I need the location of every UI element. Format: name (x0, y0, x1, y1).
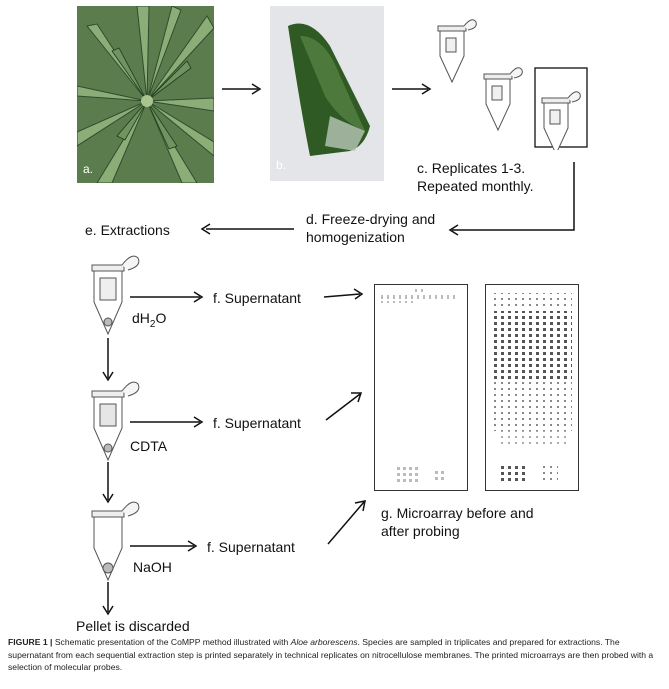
solvent-water-sub: 2 (149, 318, 156, 330)
figure-caption: FIGURE 1 | Schematic presentation of the… (8, 636, 663, 674)
tube-replicate-2-icon (483, 67, 523, 132)
extraction-tube-3-icon (91, 501, 140, 582)
panel-g-line2: after probing (381, 523, 460, 539)
panel-g-line1: g. Microarray before and (381, 505, 534, 521)
solvent-water-main: dH (132, 310, 150, 326)
microarray-after-spots (492, 293, 572, 483)
supernatant-label-2: f. Supernatant (213, 415, 301, 431)
arrow-c-to-d (448, 162, 575, 236)
arrow-a-to-b (222, 83, 262, 95)
panel-d-line2: homogenization (306, 229, 405, 245)
panel-d-label: d. Freeze-drying and homogenization (306, 210, 435, 246)
extraction-tube-1-icon (91, 255, 140, 336)
arrow-tube1-to-supernatant (130, 291, 204, 303)
caption-species: Aloe arborescens (290, 637, 358, 647)
panel-a-label: a. (83, 162, 94, 176)
microarray-after-probing (485, 284, 579, 491)
panel-d-line1: d. Freeze-drying and (306, 211, 436, 227)
caption-part-2: . Species are sampled in triplicates and… (8, 637, 654, 672)
extraction-tube-2-icon (91, 381, 140, 462)
solvent-cdta-label: CDTA (130, 438, 168, 454)
solvent-water-end: O (155, 310, 167, 326)
leaf-illustration (270, 6, 384, 181)
panel-c-line1: c. Replicates 1-3. (417, 160, 526, 176)
arrows-to-microarray (323, 288, 366, 545)
panel-b-label: b. (276, 158, 287, 172)
solvent-water-label: dH2O (132, 309, 166, 334)
arrow-d-to-e (200, 223, 294, 235)
supernatant-label-1: f. Supernatant (213, 290, 301, 306)
tube-replicate-3-icon (541, 91, 581, 150)
aloe-leaves-illustration (77, 6, 214, 183)
arrow-b-to-tubes (392, 83, 432, 95)
replicate-tubes (437, 19, 588, 150)
arrow-tube3-to-supernatant (130, 540, 198, 552)
aloe-plant-photo: a. (77, 6, 214, 183)
tube-replicate-1-icon (437, 19, 477, 84)
supernatant-label-3: f. Supernatant (207, 539, 295, 555)
figure-number: FIGURE 1 | (8, 637, 53, 647)
caption-part-1: Schematic presentation of the CoMPP meth… (52, 637, 291, 647)
leaf-sample-photo: b. (270, 6, 384, 181)
solvent-naoh-label: NaOH (133, 559, 172, 575)
panel-g-label: g. Microarray before and after probing (381, 504, 534, 540)
microarray-before-spots (381, 289, 455, 482)
panel-c-label: c. Replicates 1-3. Repeated monthly. (417, 159, 533, 195)
microarray-before-probing (374, 284, 468, 491)
arrow-tube2-to-supernatant (130, 416, 204, 428)
panel-e-label: e. Extractions (85, 222, 170, 238)
panel-c-line2: Repeated monthly. (417, 178, 534, 194)
pellet-discarded-label: Pellet is discarded (76, 618, 190, 634)
extraction-column (91, 255, 140, 616)
